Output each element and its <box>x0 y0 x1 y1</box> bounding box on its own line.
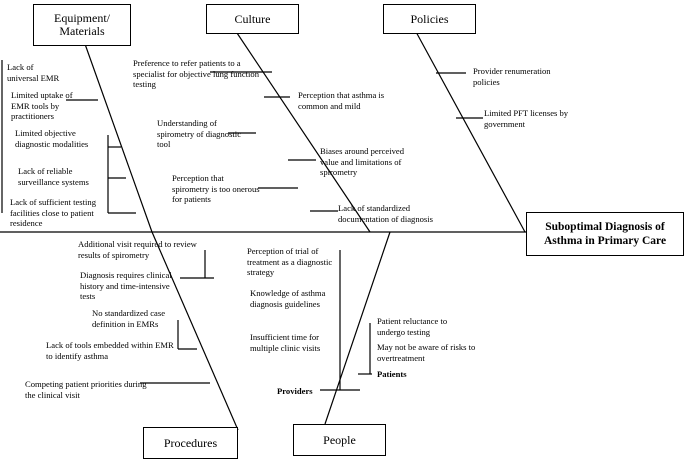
cause-item: Lack of sufficient testing facilities cl… <box>10 197 96 229</box>
bone-equipment <box>79 29 153 233</box>
cause-item: Lack of universal EMR <box>7 62 60 83</box>
cause-item: May not be aware of risks to overtreatme… <box>377 342 476 363</box>
category-equipment: Equipment/ Materials <box>33 4 131 46</box>
cause-item: Lack of reliable surveillance systems <box>18 166 89 187</box>
cause-item: Perception of trial of treatment as a di… <box>247 246 333 278</box>
bone-policies <box>414 29 526 233</box>
cause-item: Lack of standardized documentation of di… <box>338 203 433 224</box>
cause-item: Patient reluctance to undergo testing <box>377 316 448 337</box>
cause-item: Knowledge of asthma diagnosis guidelines <box>250 288 326 309</box>
cause-item: Perception that spirometry is too onerou… <box>172 173 260 205</box>
providers-label: Providers <box>277 386 313 396</box>
category-equipment-label: Equipment/ Materials <box>54 11 110 38</box>
category-culture-label: Culture <box>234 11 271 26</box>
cause-item: Perception that asthma is common and mil… <box>298 90 385 111</box>
cause-item: Competing patient priorities during the … <box>25 379 147 400</box>
category-policies-label: Policies <box>410 11 449 26</box>
patients-label: Patients <box>377 369 407 379</box>
cause-item: Preference to refer patients to a specia… <box>133 58 260 90</box>
effect-box: Suboptimal Diagnosis of Asthma in Primar… <box>526 212 684 256</box>
category-people-label: People <box>323 432 356 447</box>
bone-people <box>324 231 391 425</box>
category-culture: Culture <box>206 4 299 34</box>
cause-item: Limited PFT licenses by government <box>484 108 569 129</box>
bone-procedures <box>151 231 239 431</box>
cause-item: Diagnosis requires clinical history and … <box>80 270 172 302</box>
cause-item: Limited objective diagnostic modalities <box>15 128 89 149</box>
effect-label: Suboptimal Diagnosis of Asthma in Primar… <box>543 221 667 247</box>
bone-culture <box>234 29 371 233</box>
cause-item: Limited uptake of EMR tools by practitio… <box>11 90 73 122</box>
category-policies: Policies <box>383 4 476 34</box>
cause-item: No standardized case definition in EMRs <box>92 308 166 329</box>
cause-item: Additional visit required to review resu… <box>78 239 197 260</box>
cause-item: Lack of tools embedded within EMR to ide… <box>46 340 174 361</box>
category-people: People <box>293 424 386 456</box>
cause-item: Provider renumeration policies <box>473 66 551 87</box>
cause-item: Understanding of spirometry of diagnosti… <box>157 118 242 150</box>
category-procedures: Procedures <box>143 427 238 459</box>
cause-item: Biases around perceived value and limita… <box>320 146 404 178</box>
category-procedures-label: Procedures <box>163 435 218 450</box>
cause-item: Insufficient time for multiple clinic vi… <box>250 332 321 353</box>
